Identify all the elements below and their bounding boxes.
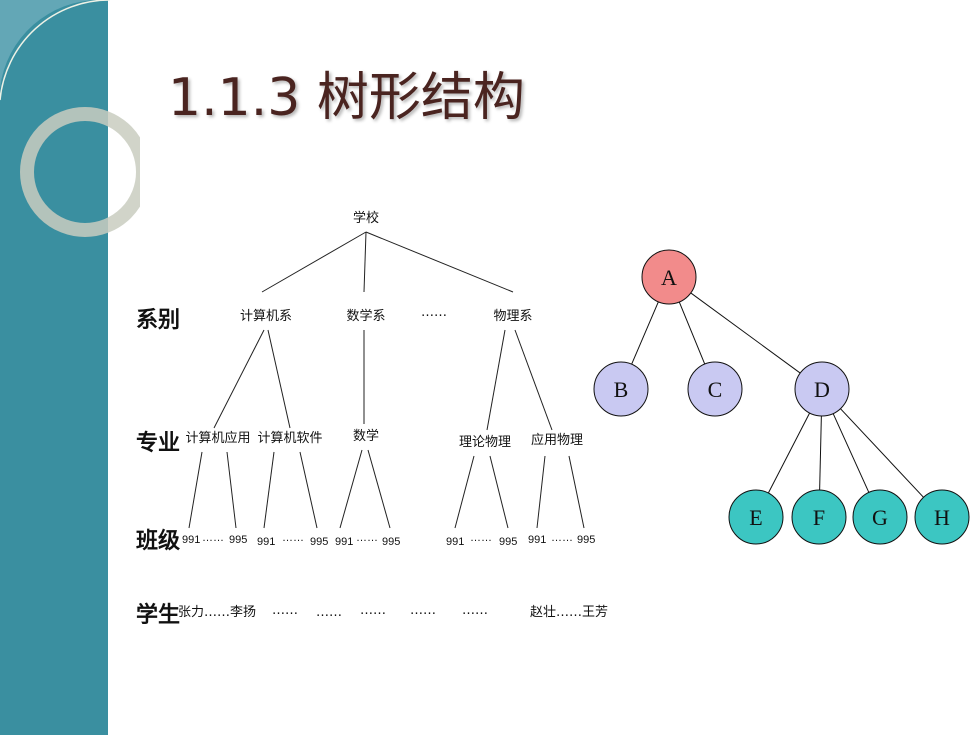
- student-first: 张力……李扬: [178, 605, 256, 620]
- class-dots: ……: [202, 532, 224, 544]
- student-gap: ……: [316, 605, 342, 620]
- class-from: 991: [182, 534, 200, 546]
- class-dots: ……: [470, 532, 492, 544]
- ring-decoration: [20, 107, 140, 237]
- tree-node-A: [641, 249, 697, 305]
- student-gap: ……: [272, 603, 298, 618]
- class-group-0: 991 …… 995: [182, 532, 247, 546]
- tree-edge-A-C: [678, 301, 706, 365]
- class-from: 991: [528, 534, 546, 546]
- class-to: 995: [577, 534, 595, 546]
- tree-node-label-C: C: [708, 377, 723, 402]
- tree-edge-D-E: [767, 412, 811, 494]
- class-group-1: 991 …… 995: [257, 532, 328, 548]
- tree-node-C: [687, 361, 743, 417]
- student-gap: ……: [360, 603, 386, 618]
- row-label-dept: 系别: [136, 307, 180, 333]
- abc-tree: A B C D E F G H: [593, 249, 970, 545]
- class-dots: ……: [282, 532, 304, 544]
- school-tree-lines: [188, 231, 585, 529]
- tree-node-label-F: F: [813, 505, 825, 530]
- tree-node-B: [593, 361, 649, 417]
- dept-math: 数学系: [346, 308, 385, 324]
- tree-node-label-H: H: [934, 505, 950, 530]
- slide-title: 1.1.3 树形结构: [168, 68, 525, 128]
- class-to: 995: [499, 536, 517, 548]
- class-from: 991: [335, 536, 353, 548]
- class-group-4: 991 …… 995: [528, 532, 595, 546]
- class-to: 995: [229, 534, 247, 546]
- class-dots: ……: [356, 532, 378, 544]
- tree-node-label-E: E: [749, 505, 762, 530]
- tree-edge-A-D: [690, 292, 801, 374]
- major-theory-physics: 理论物理: [459, 435, 511, 450]
- tree-node-F: [791, 489, 847, 545]
- tree-node-G: [852, 489, 908, 545]
- school-root: 学校: [353, 210, 379, 226]
- class-to: 995: [310, 536, 328, 548]
- class-group-3: 991 …… 995: [446, 532, 517, 548]
- row-label-major: 专业: [136, 430, 180, 456]
- tree-node-label-A: A: [661, 265, 677, 290]
- student-gap: ……: [410, 603, 436, 618]
- corner-arc-outline: [0, 0, 110, 101]
- student-gap: ……: [462, 603, 488, 618]
- tree-node-H: [914, 489, 970, 545]
- major-cs-software: 计算机软件: [257, 431, 322, 446]
- tree-edge-D-G: [832, 413, 870, 493]
- class-to: 995: [382, 536, 400, 548]
- row-label-class: 班级: [136, 528, 180, 554]
- corner-arc: [0, 0, 100, 88]
- dept-ellipsis: ……: [421, 305, 447, 320]
- tree-edge-D-F: [819, 415, 822, 491]
- tree-node-D: [794, 361, 850, 417]
- class-from: 991: [257, 536, 275, 548]
- major-cs-app: 计算机应用: [185, 430, 250, 446]
- tree-node-E: [728, 489, 784, 545]
- dept-physics: 物理系: [493, 309, 532, 324]
- major-math: 数学: [353, 428, 379, 444]
- tree-node-label-B: B: [614, 377, 629, 402]
- class-dots: ……: [551, 532, 573, 544]
- class-group-2: 991 …… 995: [335, 532, 400, 548]
- major-applied-physics: 应用物理: [531, 432, 583, 448]
- tree-node-label-D: D: [814, 377, 830, 402]
- tree-edge-D-H: [840, 408, 924, 498]
- tree-node-label-G: G: [872, 505, 888, 530]
- decorative-rings: [0, 0, 140, 237]
- dept-cs: 计算机系: [240, 309, 292, 324]
- class-from: 991: [446, 536, 464, 548]
- row-label-student: 学生: [136, 602, 180, 628]
- student-last: 赵壮……王芳: [530, 605, 608, 620]
- tree-edge-A-B: [631, 301, 659, 365]
